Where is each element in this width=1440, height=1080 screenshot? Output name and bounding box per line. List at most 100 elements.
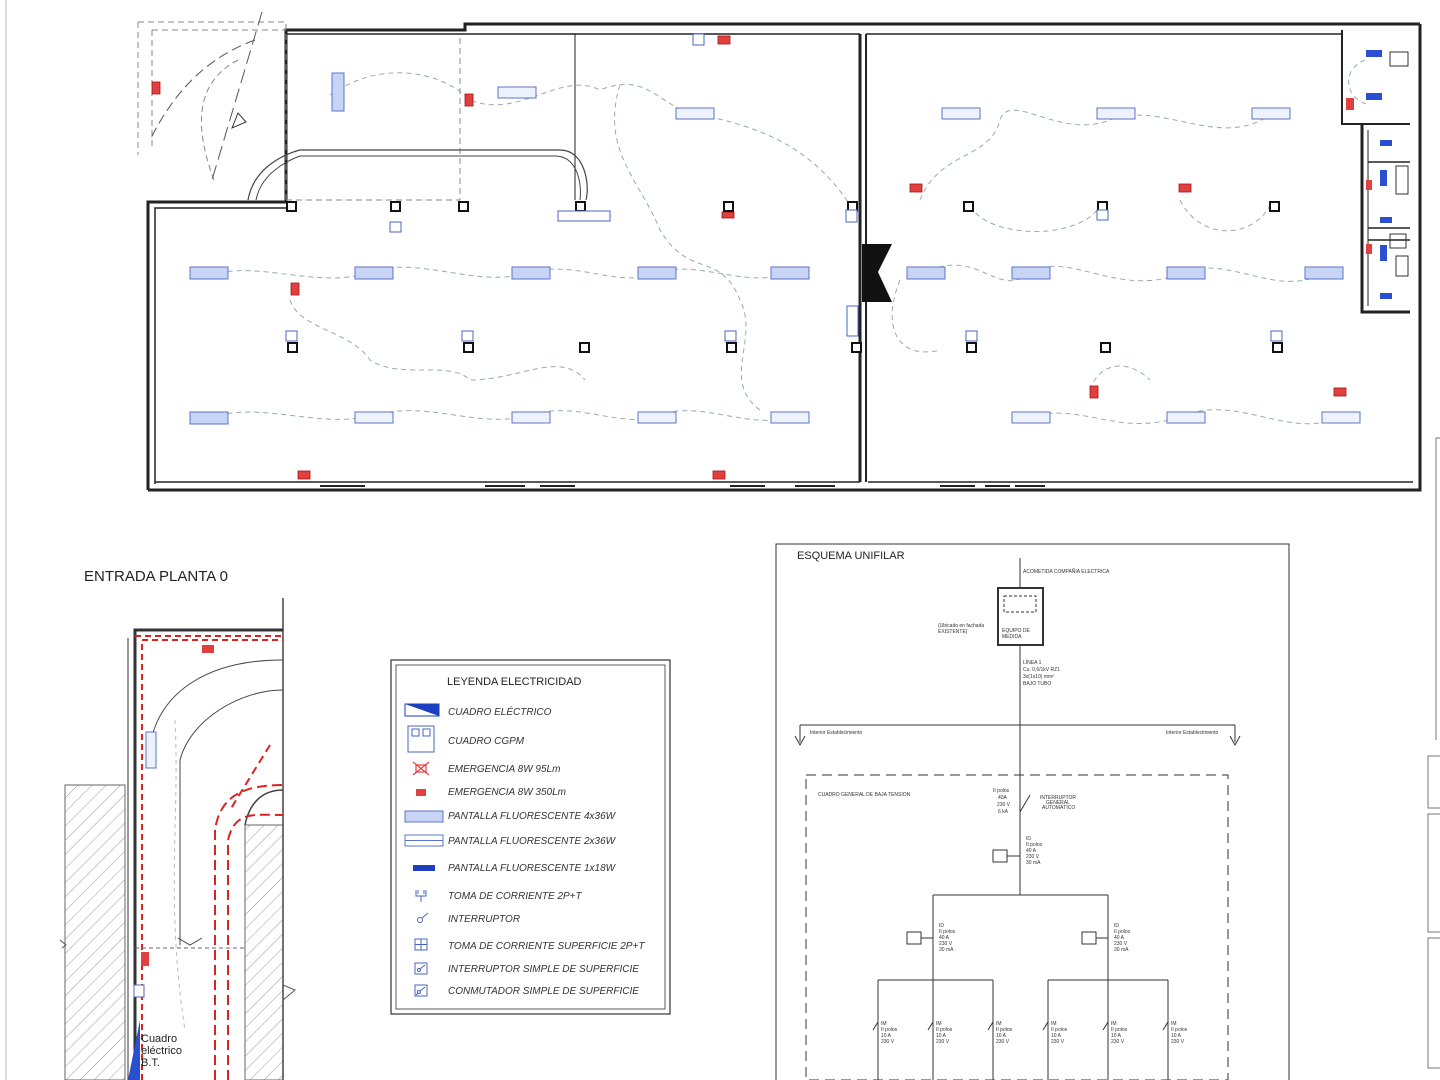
legend-title: LEYENDA ELECTRICIDAD — [447, 676, 582, 688]
svg-text:II polos: II polos — [936, 1027, 953, 1033]
legend-label: TOMA DE CORRIENTE 2P+T — [448, 891, 583, 902]
svg-text:230 V: 230 V — [1051, 1039, 1065, 1045]
iga-label: AUTOMÁTICO — [1042, 804, 1075, 811]
interior-left-label: Interior Establecimiento — [810, 730, 862, 736]
pantalla-4x36-icon — [404, 810, 444, 823]
junction-boxes — [286, 201, 1283, 353]
legend-label: EMERGENCIA 8W 95Lm — [448, 764, 560, 775]
dashed-outline — [137, 21, 461, 201]
diff-main-specs: ID II polos 40 A 230 V 30 mA — [1026, 836, 1043, 866]
legend-label: INTERRUPTOR SIMPLE DE SUPERFICIE — [448, 964, 639, 975]
svg-text:IM: IM — [996, 1021, 1002, 1027]
svg-text:230 V: 230 V — [1026, 854, 1040, 860]
legend-label: INTERRUPTOR — [448, 914, 520, 925]
fixtures-2x36 — [354, 86, 1361, 424]
svg-text:230 V: 230 V — [996, 1039, 1010, 1045]
svg-text:10 A: 10 A — [1171, 1033, 1182, 1039]
iga-spec: 6 kA — [998, 809, 1009, 815]
circuit-specs: IM II polos 10 A 230 V IM II polos 10 A … — [881, 1021, 1188, 1045]
legend-label: EMERGENCIA 8W 350Lm — [448, 787, 566, 798]
svg-text:230 V: 230 V — [939, 941, 953, 947]
toma-superficie-icon — [414, 938, 428, 951]
fixtures-4x36 — [189, 72, 1344, 425]
svg-text:ID: ID — [1114, 923, 1119, 929]
iga-spec: 40A — [998, 795, 1008, 801]
emergencia-95-icon — [412, 761, 430, 776]
diff-branch-specs-right: ID II polos 40 A 230 V 30 mA — [1114, 923, 1131, 953]
unifilar-lines — [794, 558, 1241, 1080]
legend-label: PANTALLA FLUORESCENTE 4x36W — [448, 811, 617, 822]
toilet-fixtures — [1346, 50, 1409, 299]
svg-text:40 A: 40 A — [939, 935, 950, 941]
svg-text:II polos: II polos — [939, 929, 956, 935]
linea-line1: LÍNEA 1 — [1023, 659, 1042, 666]
svg-text:IM: IM — [881, 1021, 887, 1027]
svg-text:30 mA: 30 mA — [939, 947, 954, 953]
equipo-line1: EQUIPO DE — [1002, 628, 1030, 634]
surface-sockets — [285, 33, 1283, 342]
svg-text:II polos: II polos — [996, 1027, 1013, 1033]
diff-branch-specs-left: ID II polos 40 A 230 V 30 mA — [939, 923, 956, 953]
legend-label: CUADRO CGPM — [448, 736, 525, 747]
cuadro-label-line2: eléctrico — [141, 1045, 182, 1057]
emergencia-350-icon — [416, 789, 426, 796]
adjacent-sheet-edge — [1427, 437, 1440, 1069]
cuadro-cgpm-icon — [407, 725, 435, 753]
entrance-plan — [59, 598, 296, 1080]
svg-text:II polos: II polos — [1026, 842, 1043, 848]
svg-text:II polos: II polos — [1171, 1027, 1188, 1033]
iga-label: GENERAL — [1046, 800, 1070, 806]
svg-text:ID: ID — [1026, 836, 1031, 842]
acometida-label: ACOMETIDA COMPAÑIA ELECTRICA — [1023, 568, 1110, 575]
legend-label: PANTALLA FLUORESCENTE 1x18W — [448, 863, 617, 874]
svg-text:30 mA: 30 mA — [1026, 860, 1041, 866]
svg-text:IM: IM — [1051, 1021, 1057, 1027]
svg-text:10 A: 10 A — [936, 1033, 947, 1039]
interior-right-label: Interior Establecimiento — [1166, 730, 1218, 736]
unifilar-frame — [775, 543, 1290, 1080]
svg-text:II polos: II polos — [1114, 929, 1131, 935]
iga-spec: 230 V — [997, 802, 1011, 808]
linea-line3: 3x(1x10) mm² — [1023, 674, 1054, 680]
pantalla-2x36-icon — [404, 834, 444, 847]
iga-spec: II polos — [993, 788, 1010, 794]
svg-text:230 V: 230 V — [881, 1039, 895, 1045]
svg-text:IM: IM — [1171, 1021, 1177, 1027]
conmutador-superficie-icon — [414, 984, 428, 997]
svg-text:40 A: 40 A — [1114, 935, 1125, 941]
cuadro-electrico-symbol — [862, 244, 892, 302]
cgbt-label: CUADRO GENERAL DE BAJA TENSION — [818, 792, 911, 798]
iga-label: INTERRUPTOR — [1040, 795, 1076, 801]
toma-corriente-icon — [415, 890, 427, 902]
unifilar-title: ESQUEMA UNIFILAR — [797, 550, 905, 562]
equipo-line2: MEDIDA — [1002, 634, 1022, 640]
interruptor-icon — [417, 912, 429, 923]
svg-text:230 V: 230 V — [1111, 1039, 1125, 1045]
linea-line2: Cu. 0,6/1kV RZ1 — [1023, 667, 1060, 673]
svg-text:10 A: 10 A — [996, 1033, 1007, 1039]
svg-text:IM: IM — [1111, 1021, 1117, 1027]
cuadro-electrico-icon — [404, 703, 440, 717]
interruptor-superficie-icon — [414, 962, 428, 975]
emergency-lights — [151, 35, 1347, 480]
entrance-title: ENTRADA PLANTA 0 — [84, 568, 228, 585]
legend-label: TOMA DE CORRIENTE SUPERFICIE 2P+T — [448, 941, 645, 952]
svg-text:230 V: 230 V — [1171, 1039, 1185, 1045]
svg-text:40 A: 40 A — [1026, 848, 1037, 854]
svg-text:230 V: 230 V — [936, 1039, 950, 1045]
cuadro-label-line1: Cuadro — [141, 1033, 177, 1045]
linea-line4: BAJO TUBO — [1023, 681, 1051, 687]
svg-text:II polos: II polos — [881, 1027, 898, 1033]
wiring-paths — [209, 59, 1371, 425]
legend-label: CUADRO ELÉCTRICO — [448, 705, 552, 718]
svg-text:30 mA: 30 mA — [1114, 947, 1129, 953]
svg-text:230 V: 230 V — [1114, 941, 1128, 947]
svg-text:IM: IM — [936, 1021, 942, 1027]
ubicado-line2: EXISTENTE) — [938, 629, 968, 635]
svg-text:II polos: II polos — [1051, 1027, 1068, 1033]
svg-text:II polos: II polos — [1111, 1027, 1128, 1033]
legend-label: CONMUTADOR SIMPLE DE SUPERFICIE — [448, 986, 639, 997]
pantalla-1x18-icon — [413, 865, 435, 871]
svg-text:ID: ID — [939, 923, 944, 929]
